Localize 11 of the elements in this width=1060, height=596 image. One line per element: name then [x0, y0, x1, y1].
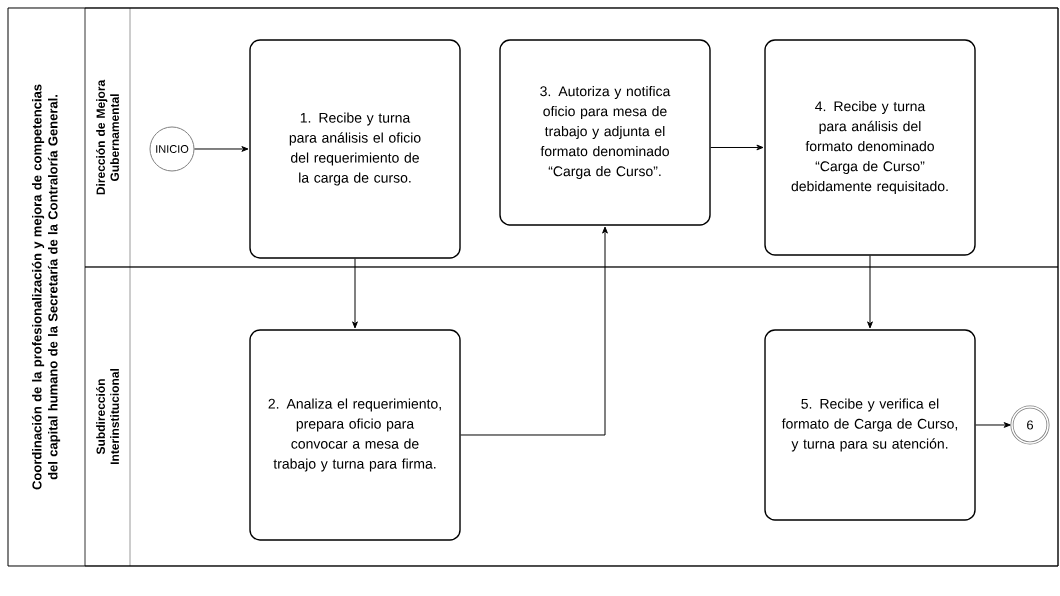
process-box: 1. Recibe y turna para análisis el oficio del requerimiento de la carga de curso.	[249, 39, 461, 259]
arrow	[194, 146, 249, 152]
arrow	[975, 422, 1011, 428]
process-box: 4. Recibe y turna para análisis del formato denominado “Carga de Curso” debidamente requisitado.	[764, 39, 976, 256]
process-box: 2. Analiza el requerimiento, prepara oficio para convocar a mesa de trabajo y turna para firma.	[249, 329, 461, 541]
arrow	[460, 226, 608, 436]
arrow	[352, 258, 358, 329]
process-box: 3. Autoriza y notifica oficio para mesa de trabajo y adjunta el formato denominado “Carga de Curso”.	[499, 39, 711, 226]
arrow	[710, 144, 764, 151]
process-box: 5. Recibe y verifica el formato de Carga de Curso, y turna para su atención.	[764, 329, 976, 521]
arrow	[867, 255, 873, 329]
